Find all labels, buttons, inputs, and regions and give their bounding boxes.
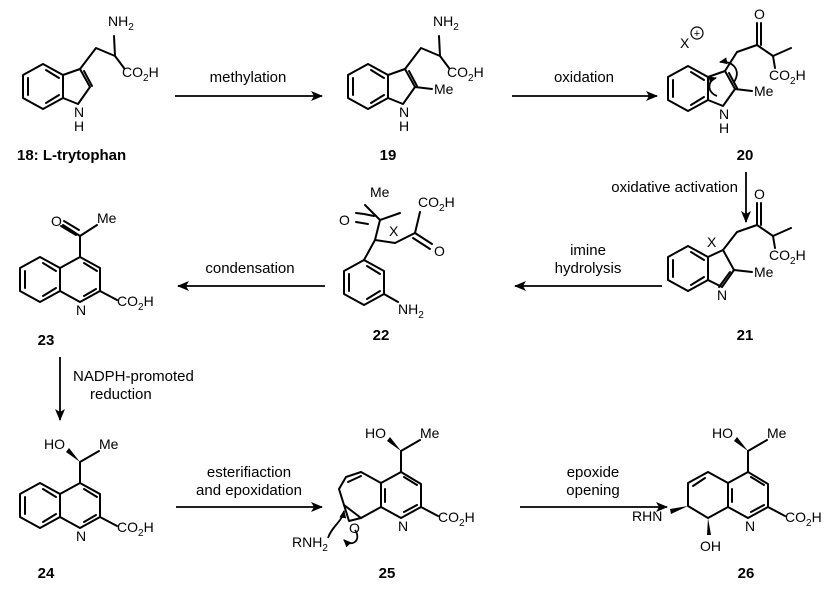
svg-text:Me: Me [754,83,774,99]
svg-text:HO: HO [365,425,386,441]
svg-text:N: N [76,528,86,544]
positive-charge-icon [690,26,704,40]
step-oxidative-activation: oxidative activation [611,179,738,196]
compound-22-structure: Me O X CO2H O NH2 [339,184,455,321]
compound-20-structure: O CO2H Me N H X + [667,6,806,136]
compound-24-structure: HO Me N CO2H [19,436,154,544]
compound-18-structure: NH2 CO2H N H [22,13,159,134]
svg-text:O: O [339,212,350,228]
svg-text:N: N [399,104,409,120]
compound-21-structure: O CO2H Me N X [667,186,806,303]
svg-text:O: O [51,213,62,229]
nh2-label: NH [108,13,128,29]
svg-text:CO2H: CO2H [447,64,484,84]
compound-25-label: 25 [379,565,396,582]
step-nadph-line2: reduction [90,386,152,403]
compound-22-label: 22 [373,327,390,344]
svg-text:CO2H: CO2H [438,509,475,529]
step-condensation: condensation [205,260,294,277]
svg-text:O: O [349,520,360,536]
svg-text:N: N [76,302,86,318]
nitrogen-lone-pair-arrow [708,76,718,97]
svg-text:CO2H: CO2H [117,293,154,313]
step-esterification-line2: and epoxidation [196,482,302,499]
compound-25-structure: HO Me N O CO2H RNH2 [292,425,475,554]
svg-text:NH2: NH2 [398,301,424,321]
compound-23-label: 23 [38,332,55,349]
indole-n-label: N [74,104,84,120]
co2h-label: CO [122,64,143,80]
compound-26-label: 26 [738,565,755,582]
compound-23-structure: O Me N CO2H [19,210,154,318]
step-oxidation: oxidation [554,69,614,86]
compound-21-label: 21 [737,327,754,344]
svg-text:Me: Me [767,425,787,441]
svg-text:CO2H: CO2H [122,64,159,84]
step-imine-hydrolysis-line1: imine [570,242,606,259]
svg-text:X: X [707,234,717,250]
step-epoxide-opening-line1: epoxide [567,464,620,481]
svg-text:HO: HO [44,436,65,452]
svg-text:RNH2: RNH2 [292,534,328,554]
rnh2-label: RNH [292,534,322,550]
step-methylation: methylation [210,69,287,86]
compound-19-label: 19 [380,147,397,164]
amine-attack-arrow [327,510,347,539]
svg-text:N: N [719,106,729,122]
svg-text:CO2H: CO2H [769,247,806,267]
plus-sign: + [694,28,700,40]
svg-text:NH2: NH2 [433,13,459,33]
epoxide-open-arrow [343,529,359,548]
indole-h-label: H [74,118,84,134]
svg-text:Me: Me [370,184,390,200]
compound-20-label: 20 [737,147,754,164]
svg-text:N: N [398,518,408,534]
svg-text:H: H [399,118,409,134]
svg-text:H: H [719,120,729,136]
svg-text:N: N [717,287,727,303]
svg-text:N: N [745,518,755,534]
svg-text:Me: Me [420,425,440,441]
compound-18-label: 18: L-trytophan [17,147,126,164]
rhn-label: RHN [632,508,662,524]
compound-19-structure: NH2 CO2H Me N H [347,13,484,134]
svg-text:Me: Me [97,210,117,226]
step-nadph-line1: NADPH-promoted [73,368,194,385]
hydroxyl-label: OH [700,538,721,554]
svg-text:X: X [389,223,399,239]
svg-text:O: O [754,186,765,202]
svg-text:O: O [434,243,445,259]
svg-text:CO2H: CO2H [418,194,455,214]
svg-text:O: O [754,6,765,22]
step-epoxide-opening-line2: opening [566,482,619,499]
svg-text:CO2H: CO2H [785,509,822,529]
electron-push-arrow [719,57,738,83]
svg-text:Me: Me [99,436,119,452]
step-imine-hydrolysis-line2: hydrolysis [555,260,622,277]
svg-text:Me: Me [754,264,774,280]
methyl-label: Me [434,81,454,97]
compound-24-label: 24 [38,565,55,582]
svg-text:NH2: NH2 [108,13,134,33]
svg-text:CO2H: CO2H [117,519,154,539]
compound-26-structure: HO Me N OH RHN CO2H [632,425,822,554]
svg-text:CO2H: CO2H [769,67,806,87]
subscript-2: 2 [128,22,134,33]
step-esterification-line1: esterifiaction [207,464,291,481]
svg-text:HO: HO [712,425,733,441]
x-electrophile-label: X [680,35,690,51]
